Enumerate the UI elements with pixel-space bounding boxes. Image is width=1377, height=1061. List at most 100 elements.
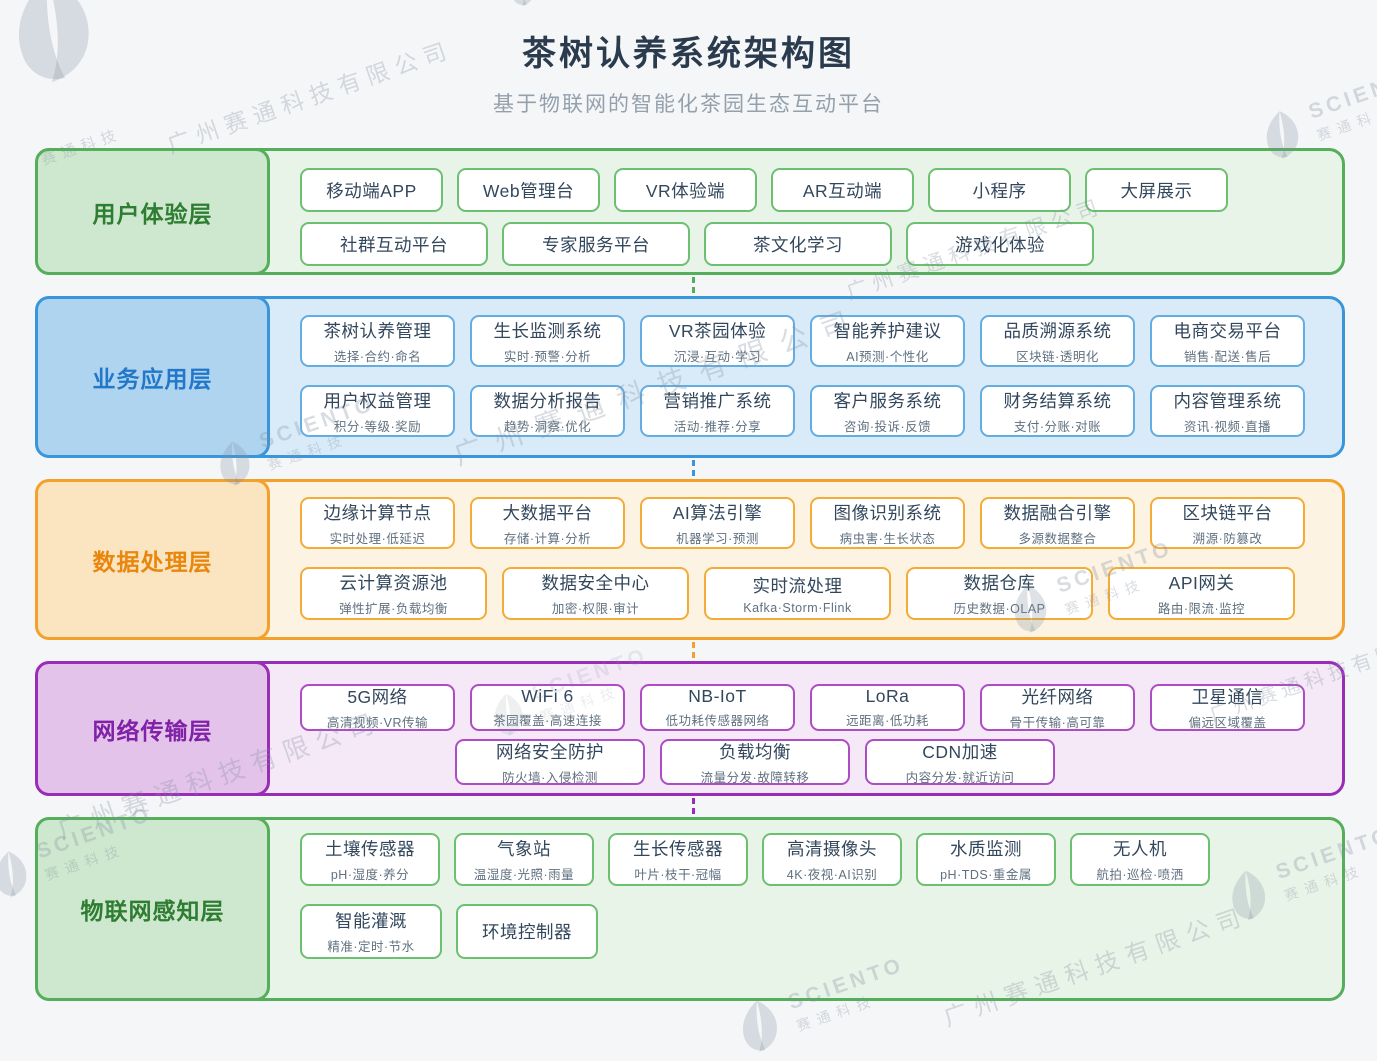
component-subtitle: 机器学习·预测 (676, 531, 759, 546)
component-subtitle: 咨询·投诉·反馈 (843, 419, 932, 434)
component-title: 区块链平台 (1182, 502, 1273, 523)
component-box: 客户服务系统咨询·投诉·反馈 (810, 385, 965, 437)
component-subtitle: 资讯·视频·直播 (1183, 419, 1272, 434)
component-title: CDN加速 (922, 741, 998, 762)
network-transmission-layer-label: 网络传输层 (35, 661, 270, 796)
layer-connector-line (692, 277, 695, 293)
component-box: 移动端APP (300, 168, 443, 212)
component-box: 财务结算系统支付·分账·对账 (980, 385, 1135, 437)
component-row: 智能灌溉精准·定时·节水环境控制器 (300, 904, 1342, 959)
component-title: 社群互动平台 (340, 234, 448, 255)
component-box: NB-IoT 低功耗传感器网络 (640, 684, 795, 731)
component-box: 社群互动平台 (300, 222, 488, 266)
component-subtitle: 溯源·防篡改 (1192, 531, 1263, 546)
component-title: NB-IoT (688, 686, 747, 706)
component-box: API网关路由·限流·监控 (1108, 567, 1295, 620)
component-row: 移动端APP Web管理台 VR体验端 AR互动端 小程序 大屏展示 (300, 168, 1342, 212)
component-row: 网络安全防护防火墙·入侵检测负载均衡流量分发·故障转移 CDN加速内容分发·就近访… (300, 739, 1342, 785)
component-box: 游戏化体验 (906, 222, 1094, 266)
component-title: 专家服务平台 (542, 234, 650, 255)
component-title: 边缘计算节点 (323, 502, 432, 523)
component-subtitle: 弹性扩展·负载均衡 (339, 602, 448, 616)
component-title: 负载均衡 (719, 741, 791, 762)
component-title: LoRa (865, 686, 910, 706)
component-box: VR茶园体验沉浸·互动·学习 (640, 315, 795, 367)
component-title: 用户权益管理 (323, 390, 432, 411)
data-processing-layer: 数据处理层边缘计算节点实时处理·低延迟大数据平台存储·计算·分析 AI算法引擎机器… (35, 479, 1345, 640)
component-box: 边缘计算节点实时处理·低延迟 (300, 497, 455, 549)
component-box: 小程序 (928, 168, 1071, 212)
component-title: 内容管理系统 (1173, 390, 1282, 411)
component-title: 茶文化学习 (753, 234, 843, 255)
component-box: 数据融合引擎多源数据整合 (980, 497, 1135, 549)
component-box: 茶树认养管理选择·合约·命名 (300, 315, 455, 367)
data-processing-layer-label: 数据处理层 (35, 479, 270, 640)
component-title: 无人机 (1113, 839, 1167, 859)
component-box: 内容管理系统资讯·视频·直播 (1150, 385, 1305, 437)
component-title: 茶树认养管理 (323, 320, 432, 341)
component-box: 光纤网络骨干传输·高可靠 (980, 684, 1135, 731)
watermark-brand-cn: 赛通科技 (549, 0, 670, 1)
component-subtitle: 叶片·枝干·冠幅 (634, 868, 722, 882)
component-subtitle: 高清视频·VR传输 (326, 716, 429, 730)
component-title: API网关 (1168, 573, 1235, 593)
component-title: 小程序 (972, 180, 1027, 201)
component-box: 气象站温湿度·光照·雨量 (454, 833, 594, 886)
component-subtitle: pH·TDS·重金属 (940, 868, 1032, 882)
component-box: 茶文化学习 (704, 222, 892, 266)
component-row: 用户权益管理积分·等级·奖励数据分析报告趋势·洞察·优化营销推广系统活动·推荐·… (300, 385, 1342, 437)
component-title: 智能养护建议 (833, 320, 942, 341)
component-title: 大屏展示 (1120, 180, 1193, 201)
component-subtitle: 精准·定时·节水 (327, 940, 415, 954)
component-title: 客户服务系统 (833, 390, 942, 411)
component-title: VR体验端 (645, 180, 726, 201)
component-title: 游戏化体验 (955, 234, 1045, 255)
business-application-layer-label: 业务应用层 (35, 296, 270, 458)
leaf-logo-icon (510, 0, 536, 7)
component-box: CDN加速内容分发·就近访问 (865, 739, 1055, 785)
component-subtitle: 骨干传输·高可靠 (1009, 716, 1106, 730)
component-subtitle: Kafka·Storm·Flink (743, 600, 852, 615)
layer-label-text: 物联网感知层 (80, 898, 225, 924)
component-box: 负载均衡流量分发·故障转移 (660, 739, 850, 785)
component-title: 实时流处理 (752, 575, 843, 596)
component-title: 气象站 (497, 839, 551, 859)
page-subtitle: 基于物联网的智能化茶园生态互动平台 (493, 93, 884, 116)
component-box: 生长传感器叶片·枝干·冠幅 (608, 833, 748, 886)
component-title: 5G网络 (347, 687, 408, 707)
component-title: Web管理台 (482, 180, 575, 201)
component-subtitle: 区块链·透明化 (1016, 349, 1099, 364)
component-title: 财务结算系统 (1003, 390, 1112, 411)
layer-label-text: 业务应用层 (92, 366, 213, 392)
component-title: AR互动端 (802, 180, 883, 201)
layer-connector-line (692, 798, 695, 814)
component-box: 大数据平台存储·计算·分析 (470, 497, 625, 549)
component-title: 网络安全防护 (496, 741, 604, 762)
component-box: AI算法引擎机器学习·预测 (640, 497, 795, 549)
diagram-header: 茶树认养系统架构图 基于物联网的智能化茶园生态互动平台 (0, 26, 1377, 118)
component-subtitle: 多源数据整合 (1018, 531, 1097, 546)
component-box: 品质溯源系统区块链·透明化 (980, 315, 1135, 367)
user-experience-layer: 用户体验层移动端APP Web管理台 VR体验端 AR互动端 小程序 大屏展示社群互动平台… (35, 148, 1345, 275)
component-box: 网络安全防护防火墙·入侵检测 (455, 739, 645, 785)
component-row: 边缘计算节点实时处理·低延迟大数据平台存储·计算·分析 AI算法引擎机器学习·预测… (300, 497, 1342, 549)
user-experience-layer-label: 用户体验层 (35, 148, 270, 275)
component-subtitle: 航拍·巡检·喷洒 (1096, 868, 1184, 882)
component-box: 云计算资源池弹性扩展·负载均衡 (300, 567, 487, 620)
component-subtitle: 内容分发·就近访问 (905, 770, 1015, 785)
component-title: 数据分析报告 (493, 390, 602, 411)
component-subtitle: 支付·分账·对账 (1013, 419, 1102, 434)
component-subtitle: 路由·限流·监控 (1157, 602, 1246, 616)
component-box: Web管理台 (457, 168, 600, 212)
component-title: VR茶园体验 (668, 320, 767, 341)
component-title: 智能灌溉 (335, 911, 407, 931)
component-subtitle: 低功耗传感器网络 (665, 714, 770, 728)
